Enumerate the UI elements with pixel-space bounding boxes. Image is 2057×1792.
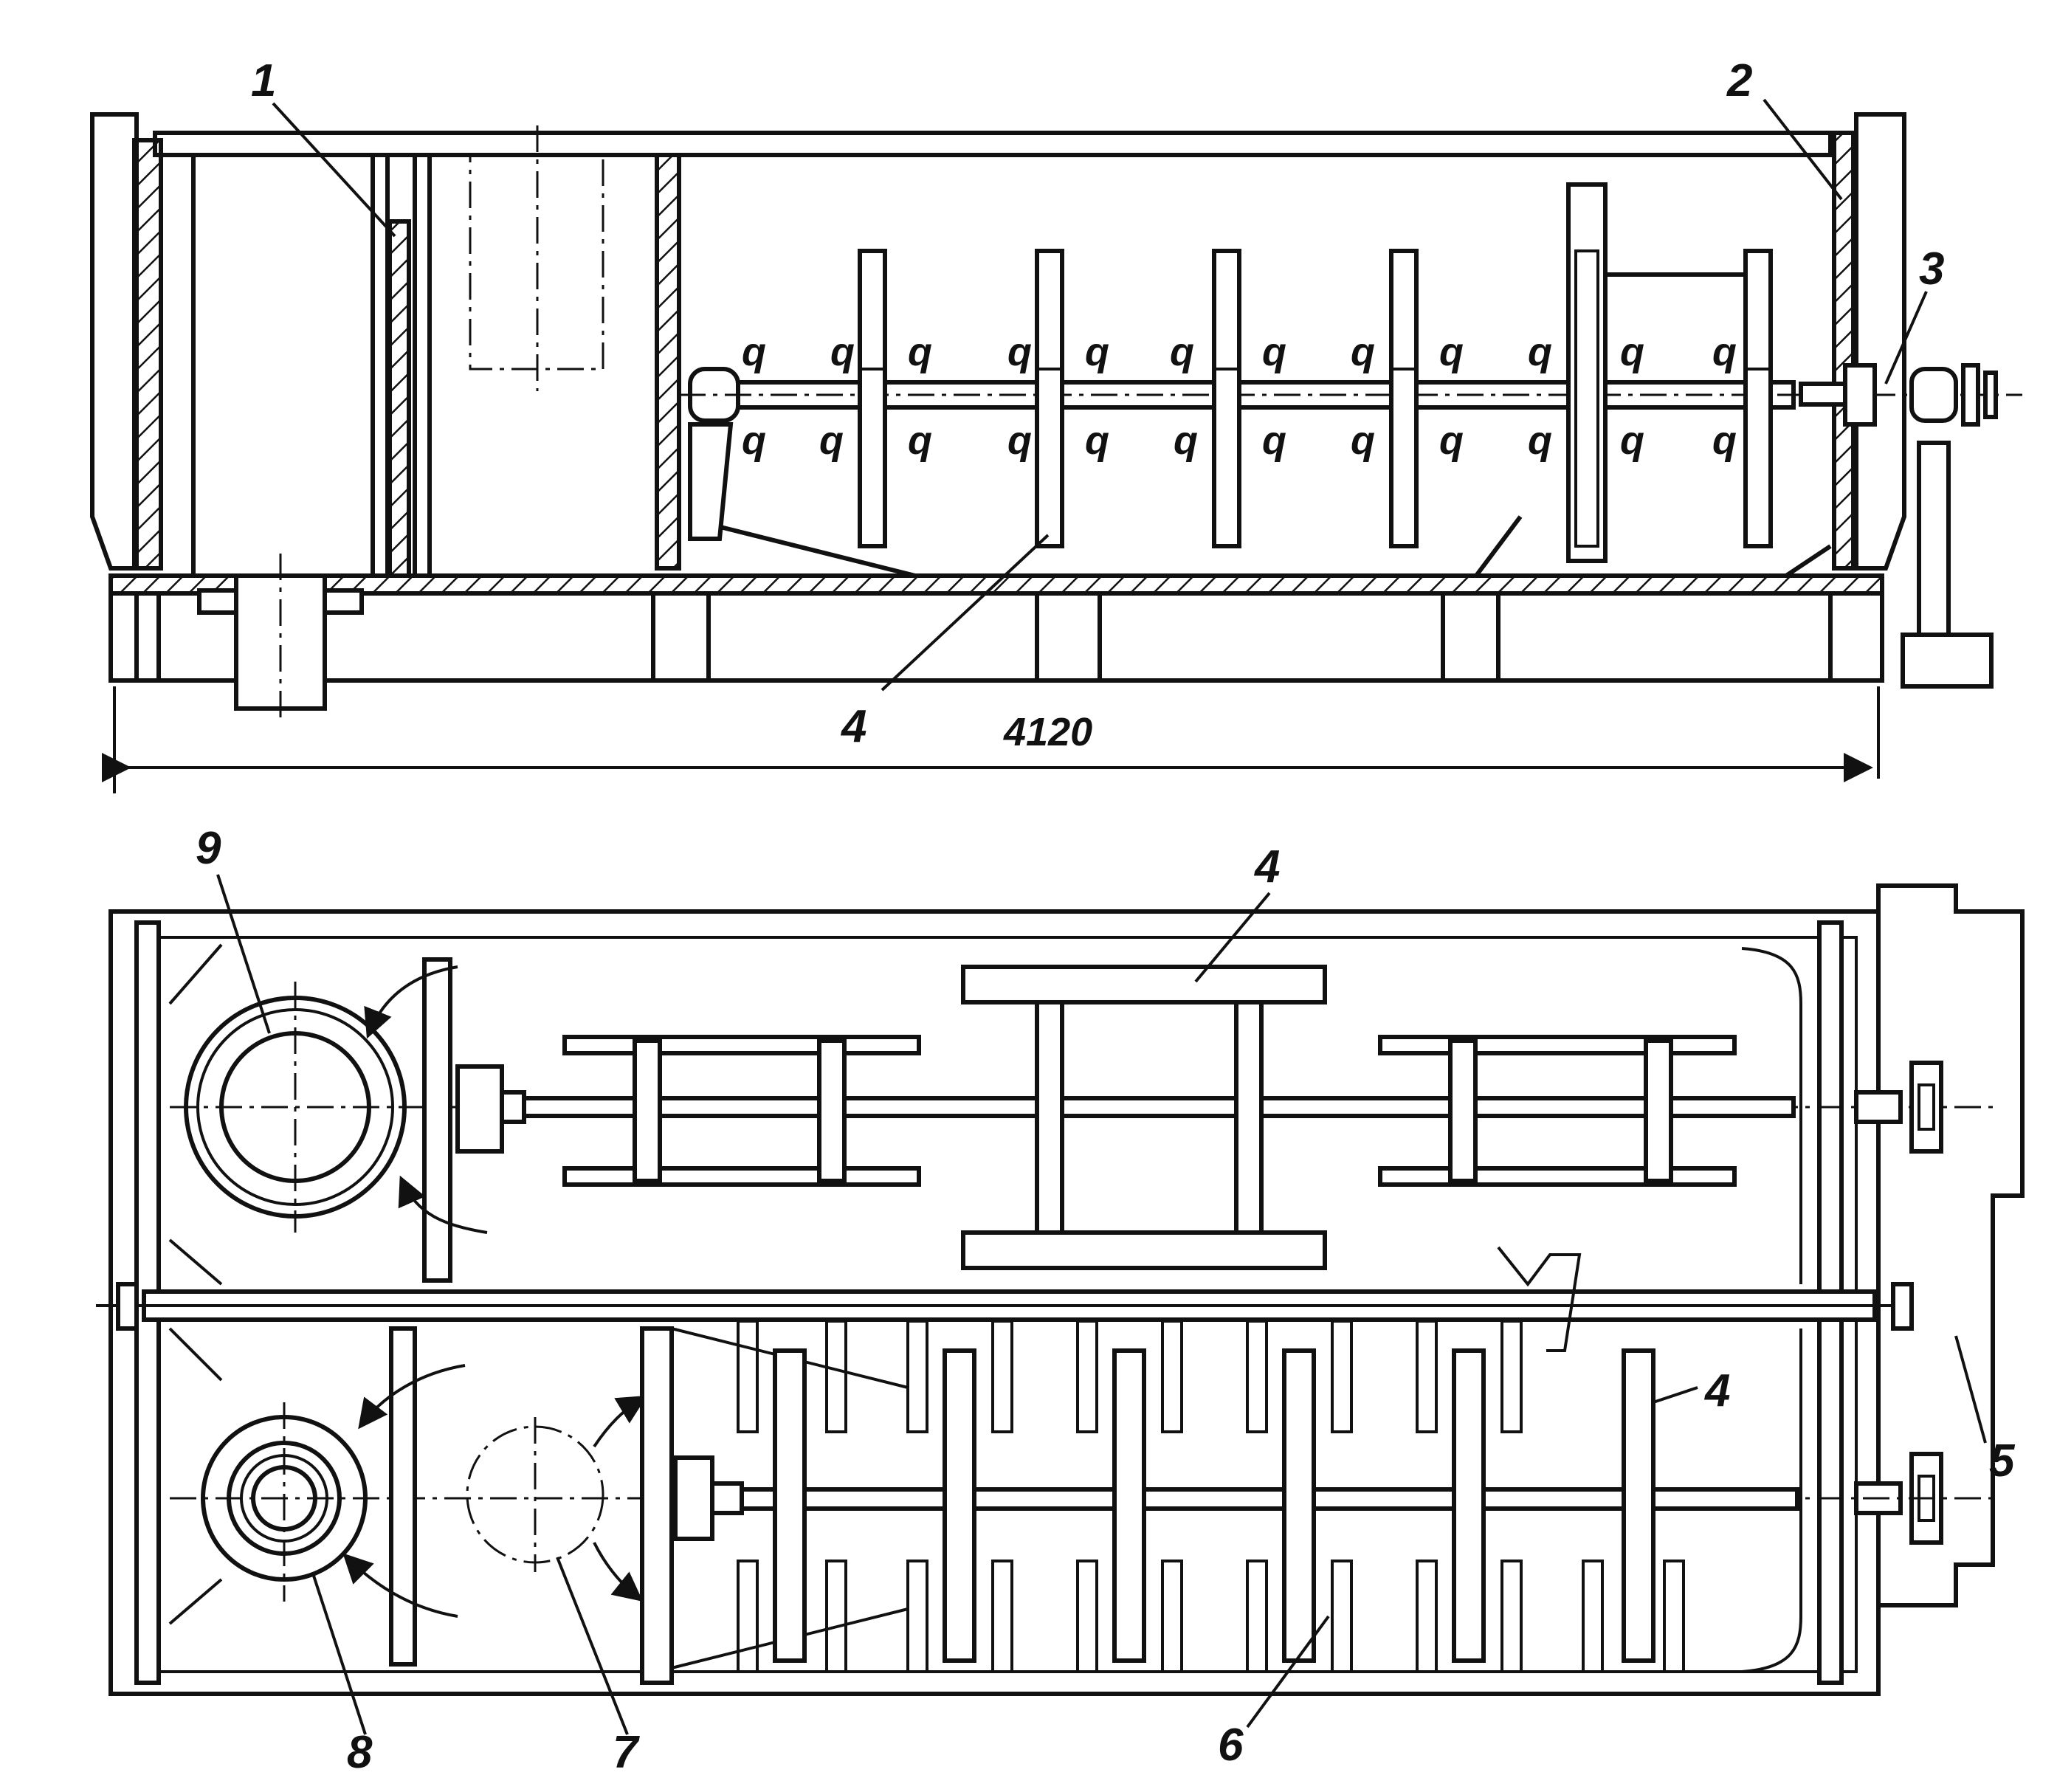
svg-text:q: q: [1085, 418, 1109, 463]
outlet-pipe: [234, 573, 327, 711]
label-9: 9: [196, 823, 221, 874]
svg-text:q: q: [1620, 418, 1644, 463]
plan-view: 9 4 4 5 6 7 8: [96, 823, 2025, 1778]
svg-text:q: q: [1351, 418, 1375, 463]
paddles-side: [858, 182, 1773, 563]
top-frame-rail: [153, 131, 1833, 157]
svg-text:q: q: [1007, 330, 1032, 374]
right-bearing: [1909, 367, 1958, 423]
upper-shaft: [522, 1096, 1796, 1118]
svg-text:q: q: [1439, 418, 1464, 463]
label-5: 5: [1989, 1436, 2016, 1486]
label-4-side: 4: [840, 701, 866, 752]
bearing-pedestal: [1917, 441, 1951, 637]
dimension-line: [102, 686, 1880, 793]
svg-text:q: q: [1351, 330, 1375, 374]
svg-text:q: q: [830, 330, 855, 374]
inlet-circle: [466, 1425, 604, 1564]
drive-housing: [1876, 883, 2025, 1607]
label-1: 1: [251, 55, 276, 106]
paddles-upper: [562, 965, 1737, 1270]
left-wall-hatched: [132, 138, 163, 571]
svg-text:q: q: [1170, 330, 1194, 374]
svg-text:q: q: [742, 418, 766, 463]
svg-text:q: q: [1439, 330, 1464, 374]
label-6: 6: [1218, 1720, 1244, 1771]
svg-text:q: q: [1262, 330, 1286, 374]
svg-text:q: q: [1712, 330, 1737, 374]
base-frame: [108, 591, 1884, 683]
svg-text:q: q: [908, 330, 932, 374]
teeth-rows: [737, 1320, 1685, 1673]
partition-hatched: [387, 219, 411, 578]
label-3: 3: [1919, 244, 1944, 294]
svg-text:q: q: [819, 418, 844, 463]
plan-outer-frame: [108, 909, 1881, 1696]
svg-text:q: q: [1174, 418, 1198, 463]
svg-text:q: q: [1528, 330, 1552, 374]
svg-text:q: q: [1712, 418, 1737, 463]
svg-text:q: q: [908, 418, 932, 463]
lower-shaft: [740, 1487, 1799, 1511]
svg-text:q: q: [1528, 418, 1552, 463]
label-2: 2: [1726, 55, 1752, 106]
left-end-plate: [90, 112, 139, 571]
label-7: 7: [613, 1727, 640, 1778]
paddles-lower: [773, 1348, 1655, 1663]
label-4-plan-top: 4: [1253, 841, 1280, 892]
svg-text:q: q: [1085, 330, 1109, 374]
svg-text:q: q: [1007, 418, 1032, 463]
svg-text:q: q: [742, 330, 766, 374]
right-wall-hatched: [1832, 131, 1856, 571]
overall-length-dimension: 4120: [1003, 710, 1092, 754]
right-end-plate: [1854, 112, 1906, 571]
svg-text:q: q: [1262, 418, 1286, 463]
label-4-plan-bottom: 4: [1703, 1365, 1730, 1416]
svg-text:q: q: [1620, 330, 1644, 374]
label-8: 8: [347, 1727, 373, 1778]
